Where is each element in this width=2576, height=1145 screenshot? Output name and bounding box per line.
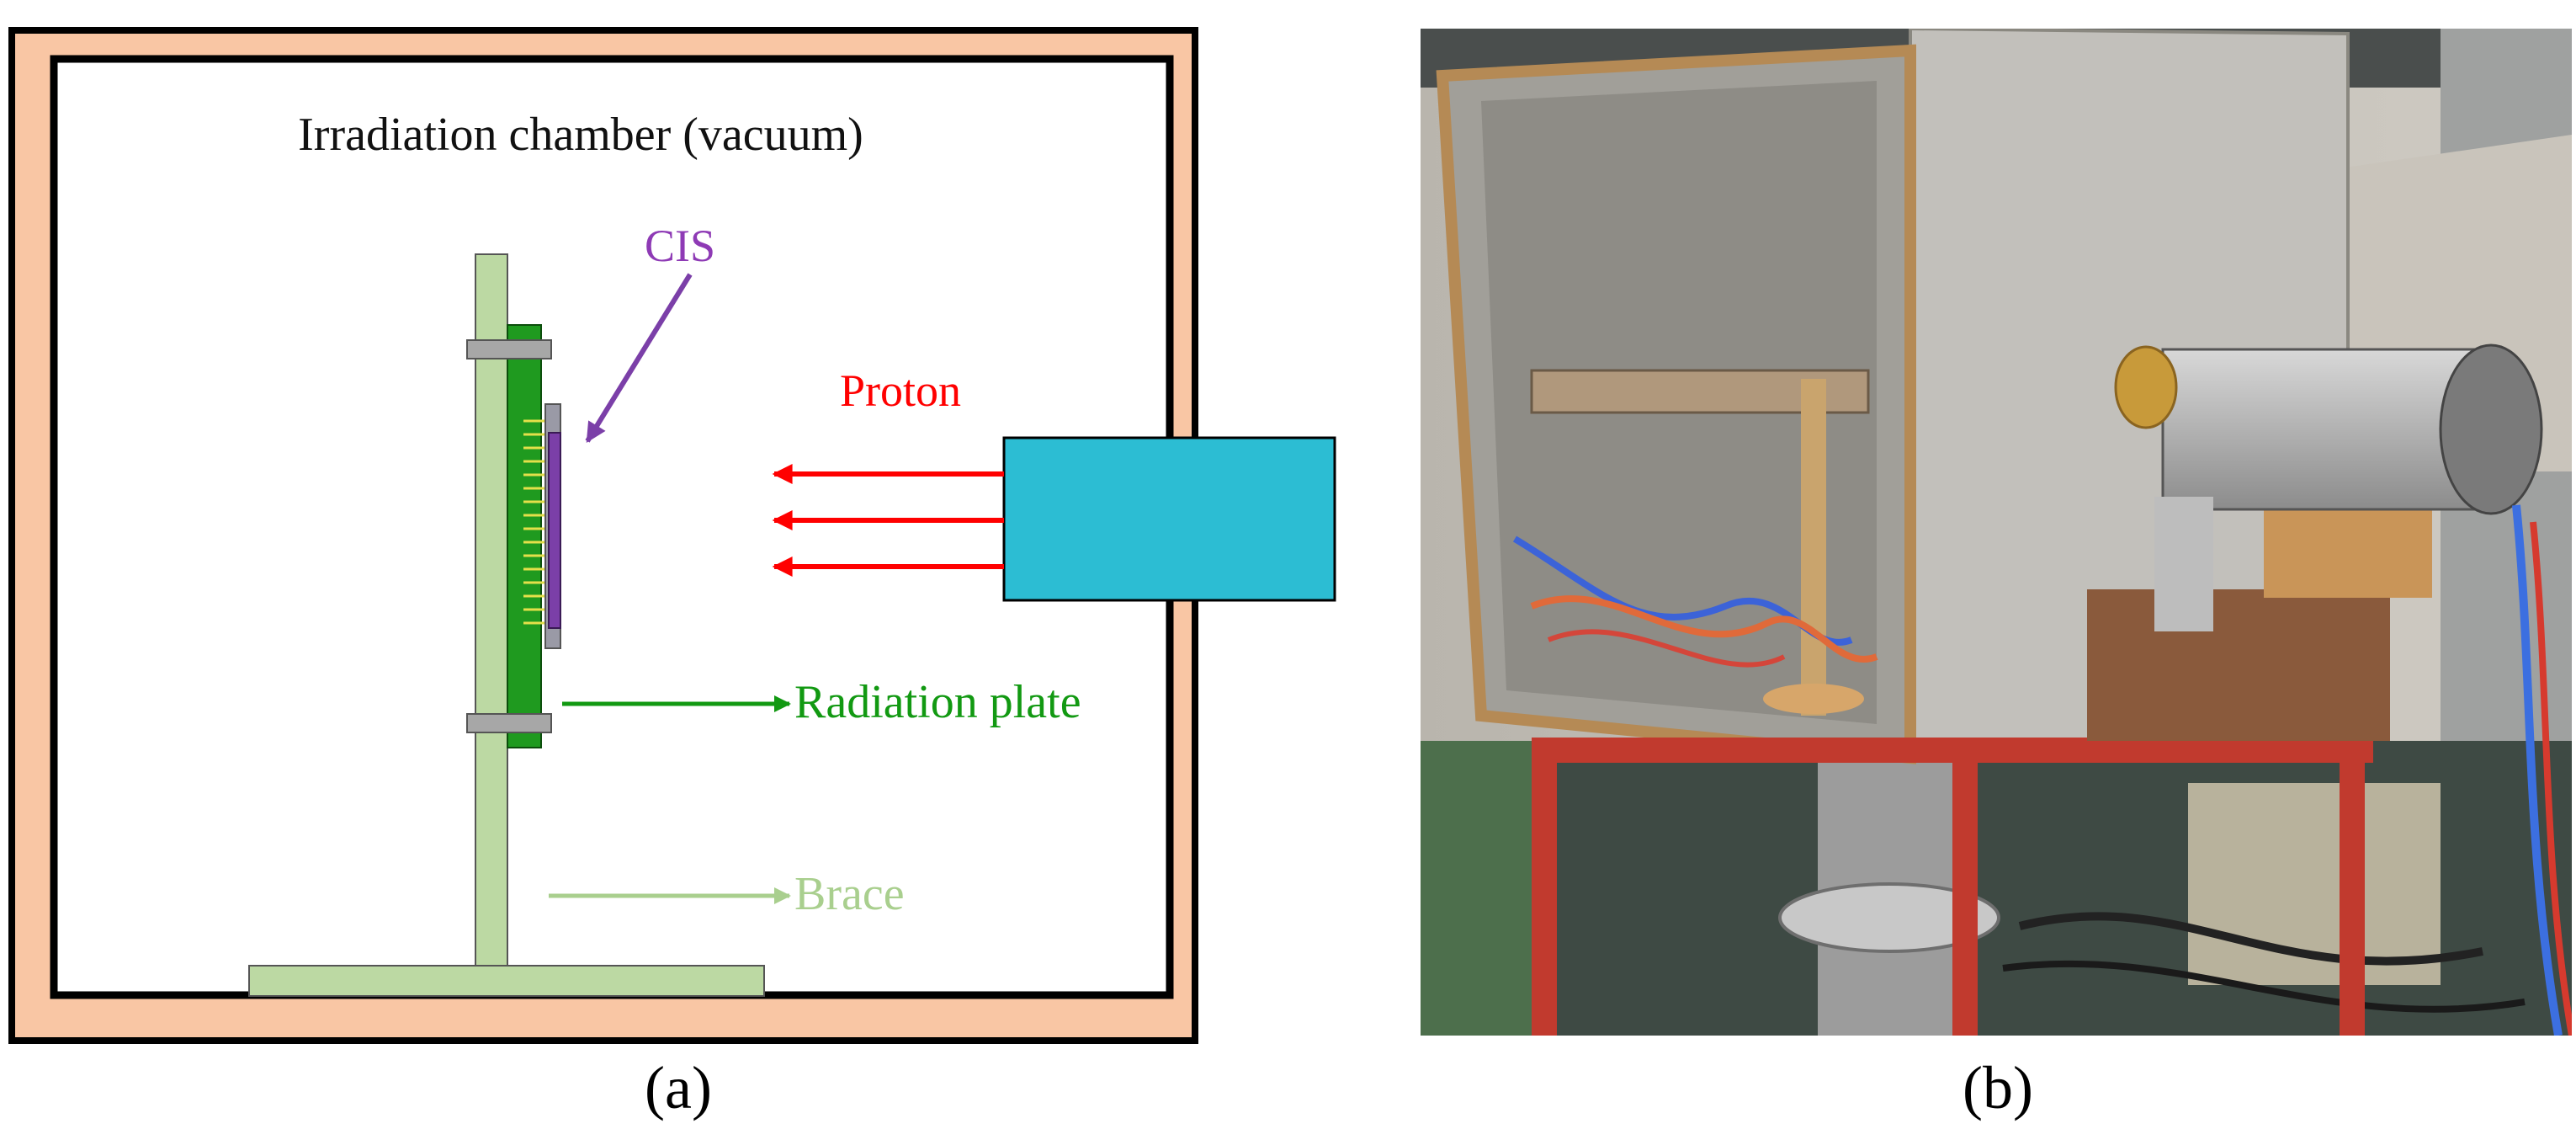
motor-fan [2439, 344, 2543, 515]
chamber-label: Irradiation chamber (vacuum) [298, 109, 863, 161]
caption-b: (b) [1963, 1054, 2033, 1121]
brace-base [248, 965, 765, 997]
cis-arrow [585, 273, 693, 444]
pcb-pins [523, 419, 545, 625]
cis-label: CIS [645, 221, 715, 271]
radiation-plate [507, 324, 542, 748]
lower-clamp [466, 713, 552, 733]
brass-fitting [2114, 345, 2178, 429]
brace-label: Brace [794, 868, 905, 920]
brace-post [475, 253, 508, 979]
upper-clamp [466, 339, 552, 359]
chamber-interior [50, 55, 1174, 999]
radiation-plate-label: Radiation plate [794, 676, 1081, 728]
internal-post [1801, 379, 1826, 716]
motor-mount-plate [2087, 589, 2390, 741]
cables-floor [2018, 912, 2483, 966]
side-cables-red [2530, 521, 2572, 1036]
post-base [1763, 684, 1864, 714]
cables-floor-2 [2002, 960, 2526, 1013]
panel-a-diagram: Irradiation chamber (vacuum) CIS Proton [8, 27, 1336, 1044]
beam-source [1002, 436, 1336, 602]
cis-chip [548, 432, 561, 629]
support-table [1532, 707, 2373, 1036]
proton-label: Proton [840, 365, 961, 416]
side-cables [2512, 504, 2563, 1036]
green-cabinet [1421, 741, 1538, 1036]
wooden-block [2264, 505, 2432, 598]
red-wires [1547, 629, 1786, 668]
pipe-flange [1778, 882, 2000, 953]
caption-a: (a) [645, 1054, 712, 1121]
panel-b-photo [1421, 29, 2572, 1036]
orange-wires [1530, 595, 1878, 663]
motor-bracket [2154, 497, 2213, 631]
